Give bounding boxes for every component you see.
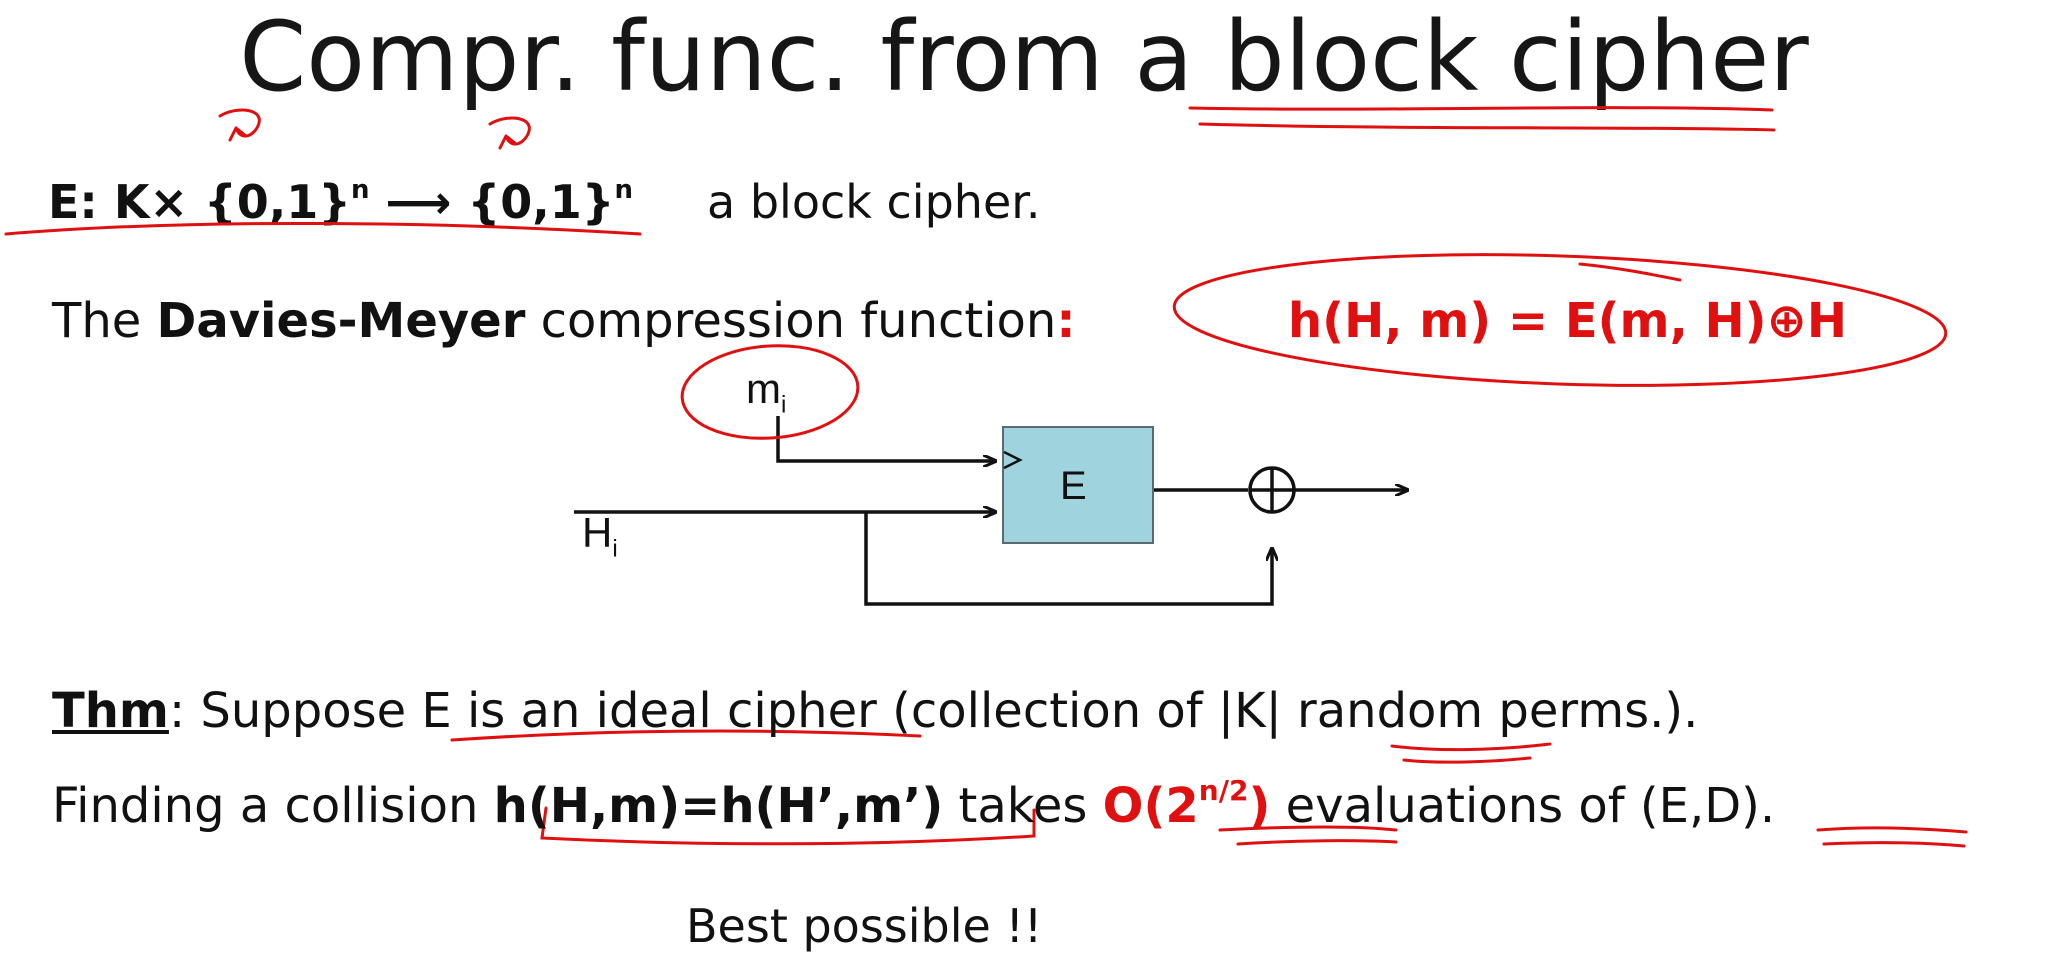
cipher-block (1002, 426, 1154, 544)
collision-intro: Finding a collision (52, 778, 494, 834)
dm-name: Davies-Meyer (156, 293, 526, 349)
chaining-input-label: Hi (582, 508, 618, 574)
cipher-signature: E: K× {0,1} (48, 175, 352, 229)
formula-tick (1578, 262, 1682, 282)
red-annotations (4, 106, 1968, 848)
definition-underline (4, 221, 642, 236)
ideal-cipher-underline (450, 729, 922, 742)
message-subscript: i (781, 391, 787, 419)
key-marker (1003, 450, 1023, 470)
theorem-label: Thm (52, 683, 169, 739)
collision-bracket (540, 806, 1036, 846)
domain-hook-arrow (218, 108, 261, 142)
dm-suffix: compression function (525, 293, 1057, 349)
evaluations-text: evaluations of (E,D). (1270, 778, 1776, 834)
complexity-exponent: n/2 (1198, 774, 1249, 807)
message-input-label: mi (746, 364, 786, 430)
theorem-line-1: Thm: Suppose E is an ideal cipher (colle… (52, 682, 1698, 740)
xor-icon (1248, 466, 1296, 514)
complexity-underline-2 (1236, 839, 1398, 846)
formula-circle (1172, 253, 1948, 387)
dm-prefix: The (52, 293, 157, 349)
dm-colon: : (1056, 293, 1076, 349)
definition-description: a block cipher. (707, 175, 1041, 229)
theorem-statement: : Suppose E is an ideal cipher (collecti… (168, 683, 1699, 739)
feedforward-wire (864, 512, 1272, 606)
takes-text: takes (943, 778, 1103, 834)
conclusion-text: Best possible !! (686, 899, 1043, 953)
collision-expression: h(H,m)=h(H’,m’) (493, 778, 944, 834)
key-space-underline-2 (1402, 756, 1532, 764)
complexity-base: O(2 (1102, 778, 1199, 834)
key-space-underline (1390, 742, 1552, 752)
slide-title: Compr. func. from a block cipher (239, 1, 1809, 113)
title-underline-2 (1198, 122, 1776, 132)
ed-underline-2 (1822, 841, 1966, 848)
codomain-exponent: n (614, 175, 634, 205)
chaining-subscript: i (612, 535, 618, 563)
mapping-arrow: ⟶ (369, 175, 468, 229)
davies-meyer-line: The Davies-Meyer compression function: (52, 292, 1076, 350)
cipher-codomain: {0,1} (467, 175, 615, 229)
message-wire (776, 416, 996, 461)
domain-exponent: n (351, 175, 370, 205)
cipher-block-label: E (1060, 464, 1087, 508)
codomain-hook-arrow (488, 116, 531, 150)
message-circle (680, 344, 860, 440)
complexity-underline (1218, 825, 1398, 832)
ed-underline (1816, 826, 1968, 834)
davies-meyer-formula: h(H, m) = E(m, H)⊕H (1288, 293, 1848, 349)
title-underline (1188, 106, 1774, 112)
complexity-close: ) (1248, 778, 1271, 834)
theorem-line-2: Finding a collision h(H,m)=h(H’,m’) take… (52, 762, 1775, 835)
message-var: m (746, 365, 781, 412)
chaining-var: H (582, 509, 613, 556)
